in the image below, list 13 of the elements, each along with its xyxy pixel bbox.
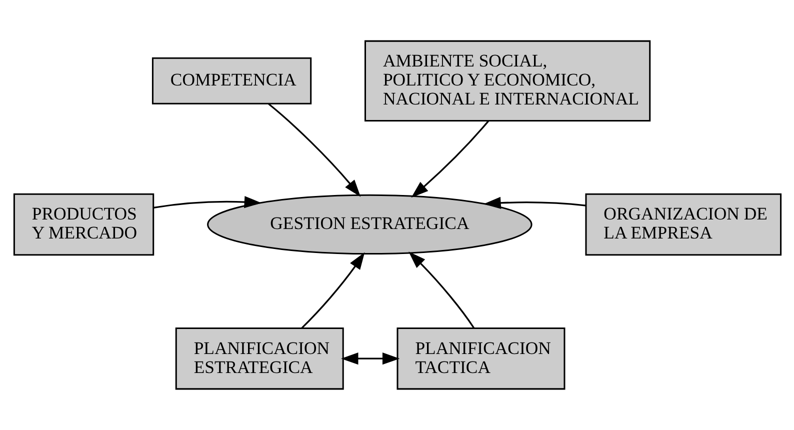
- arrow: [408, 252, 474, 328]
- node-box: COMPETENCIA: [151, 57, 312, 104]
- node-box: AMBIENTE SOCIAL, POLITICO Y ECONOMICO, NACIONAL E INTERNACIONAL: [364, 40, 650, 122]
- arrow: [300, 252, 364, 328]
- arrow: [410, 120, 489, 198]
- arrow: [340, 352, 400, 365]
- arrow: [483, 196, 586, 209]
- node-box: PLANIFICACION ESTRATEGICA: [174, 327, 344, 390]
- arrow: [268, 103, 360, 197]
- node-box: PLANIFICACION TACTICA: [396, 327, 565, 390]
- node-box: ORGANIZACION DE LA EMPRESA: [584, 193, 782, 256]
- node-box: PRODUCTOS Y MERCADO: [12, 193, 154, 256]
- arrow: [152, 196, 262, 208]
